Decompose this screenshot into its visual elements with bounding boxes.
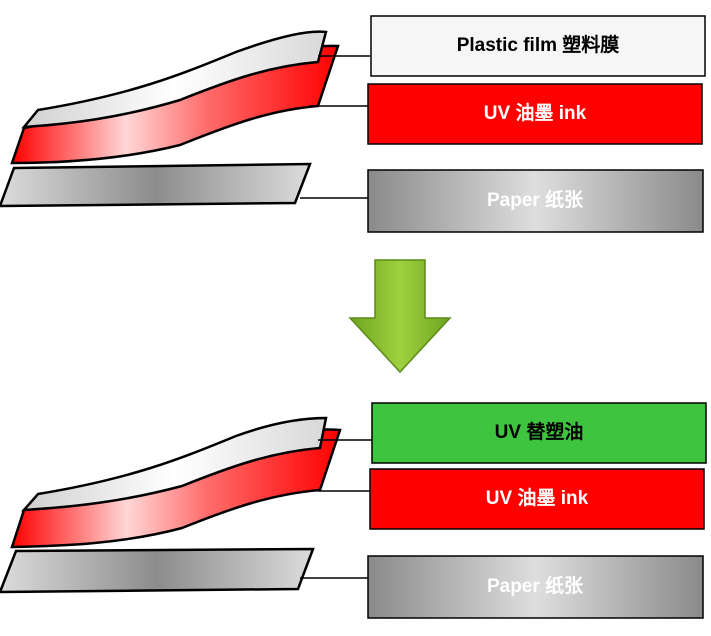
down-arrow-icon	[348, 259, 452, 374]
top-film-layer	[21, 30, 328, 129]
top-stack: Plastic film 塑料膜 UV 油墨 ink Paper 纸张	[0, 15, 706, 233]
top-paper-label-box	[367, 169, 704, 233]
bottom-paper-label-box	[367, 555, 704, 619]
bottom-coating-layer	[21, 416, 328, 512]
top-film-label-box	[370, 15, 706, 77]
bottom-coating-label: UV 替塑油	[495, 420, 584, 443]
top-paper-label: Paper 纸张	[487, 188, 584, 211]
bottom-ink-label: UV 油墨 ink	[486, 487, 589, 509]
bottom-coating-label-box	[371, 402, 707, 464]
top-ink-label-box	[367, 83, 703, 145]
bottom-ink-label-box	[369, 468, 705, 530]
bottom-paper-layer	[0, 547, 315, 594]
bottom-paper-label: Paper 纸张	[487, 574, 584, 597]
bottom-stack: UV 替塑油 UV 油墨 ink Paper 纸张	[0, 402, 707, 619]
top-paper-layer	[0, 162, 312, 208]
top-film-label: Plastic film 塑料膜	[457, 33, 620, 56]
top-ink-label: UV 油墨 ink	[484, 102, 587, 124]
